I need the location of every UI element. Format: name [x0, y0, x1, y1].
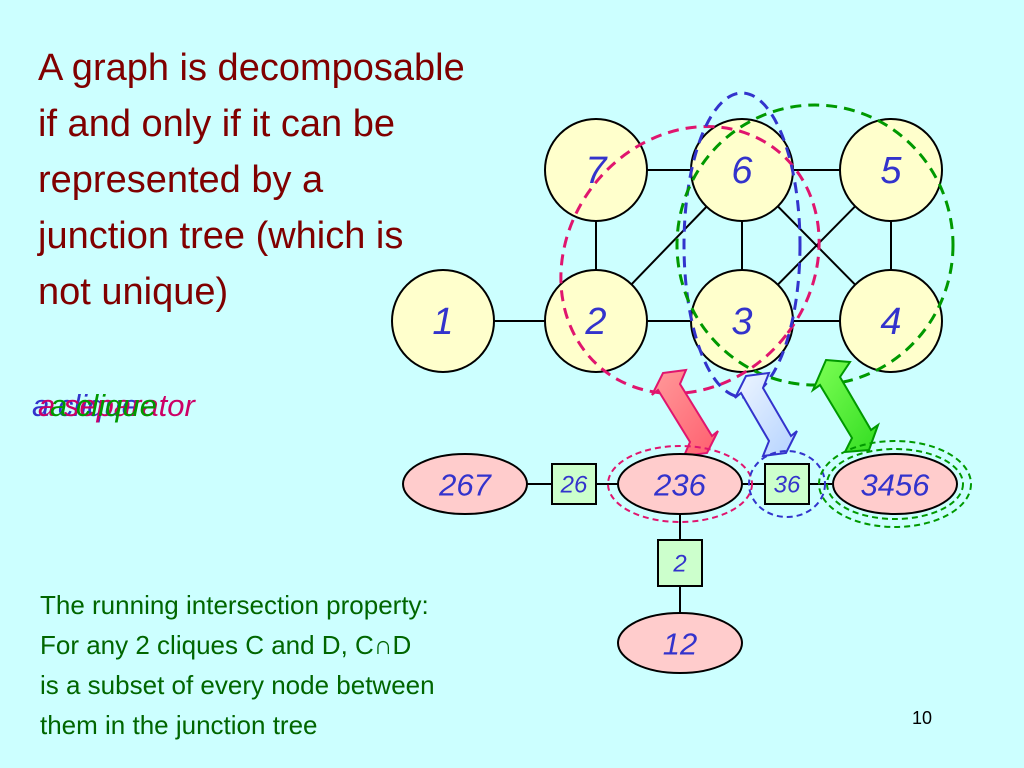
slide-title: A graph is decomposable if and only if i…: [38, 47, 465, 313]
node-label-3: 3: [731, 301, 752, 343]
separator-box-2: [657, 539, 703, 587]
overlapping-labels: a clique a separator a clique: [32, 388, 332, 438]
clique-node-3456: [832, 453, 958, 515]
node-label-6: 6: [731, 150, 753, 192]
clique-label-267: 267: [438, 468, 492, 503]
separator-box-26: [551, 463, 597, 505]
arrow-blue: [734, 371, 798, 458]
node-label-4: 4: [880, 301, 901, 343]
page-number: 10: [912, 708, 933, 728]
label-clique-blue: a clique: [32, 388, 139, 423]
clique-node-267: [402, 453, 528, 515]
separator-box-36: [764, 463, 810, 505]
separator-label-2: 2: [672, 551, 686, 578]
tree-highlight-236: [607, 445, 753, 523]
clique-label-3456: 3456: [861, 468, 931, 503]
node-label-5: 5: [880, 150, 902, 192]
arrow-green: [810, 358, 881, 454]
node-7: [544, 118, 648, 222]
graph-nodes: [391, 118, 943, 373]
node-4: [839, 269, 943, 373]
clique-label-12: 12: [663, 627, 697, 662]
node-1: [391, 269, 495, 373]
node-label-7: 7: [585, 150, 608, 192]
label-separator: a separator: [38, 388, 195, 423]
separator-label-26: 26: [560, 472, 588, 499]
node-label-2: 2: [584, 301, 606, 343]
separator-label-36: 36: [774, 472, 801, 499]
separator-nodes: [551, 463, 810, 587]
clique-label-236: 236: [653, 468, 706, 503]
arrow-pink: [651, 368, 719, 458]
label-clique-green: a clique: [50, 388, 157, 423]
clique-node-236: [617, 453, 743, 515]
clique-nodes: [402, 453, 958, 674]
highlight-clique-236: [559, 125, 821, 395]
tree-highlight-36: [748, 450, 826, 518]
node-label-1: 1: [432, 301, 453, 343]
node-5: [839, 118, 943, 222]
highlight-clique-36: [682, 91, 802, 399]
graph-edges: [443, 169, 892, 322]
clique-node-12: [617, 612, 743, 674]
tree-highlight-3456-outer: [818, 440, 972, 528]
node-2: [544, 269, 648, 373]
running-intersection-text: The running intersection property: For a…: [40, 590, 435, 740]
tree-highlight-3456-inner: [826, 448, 964, 520]
